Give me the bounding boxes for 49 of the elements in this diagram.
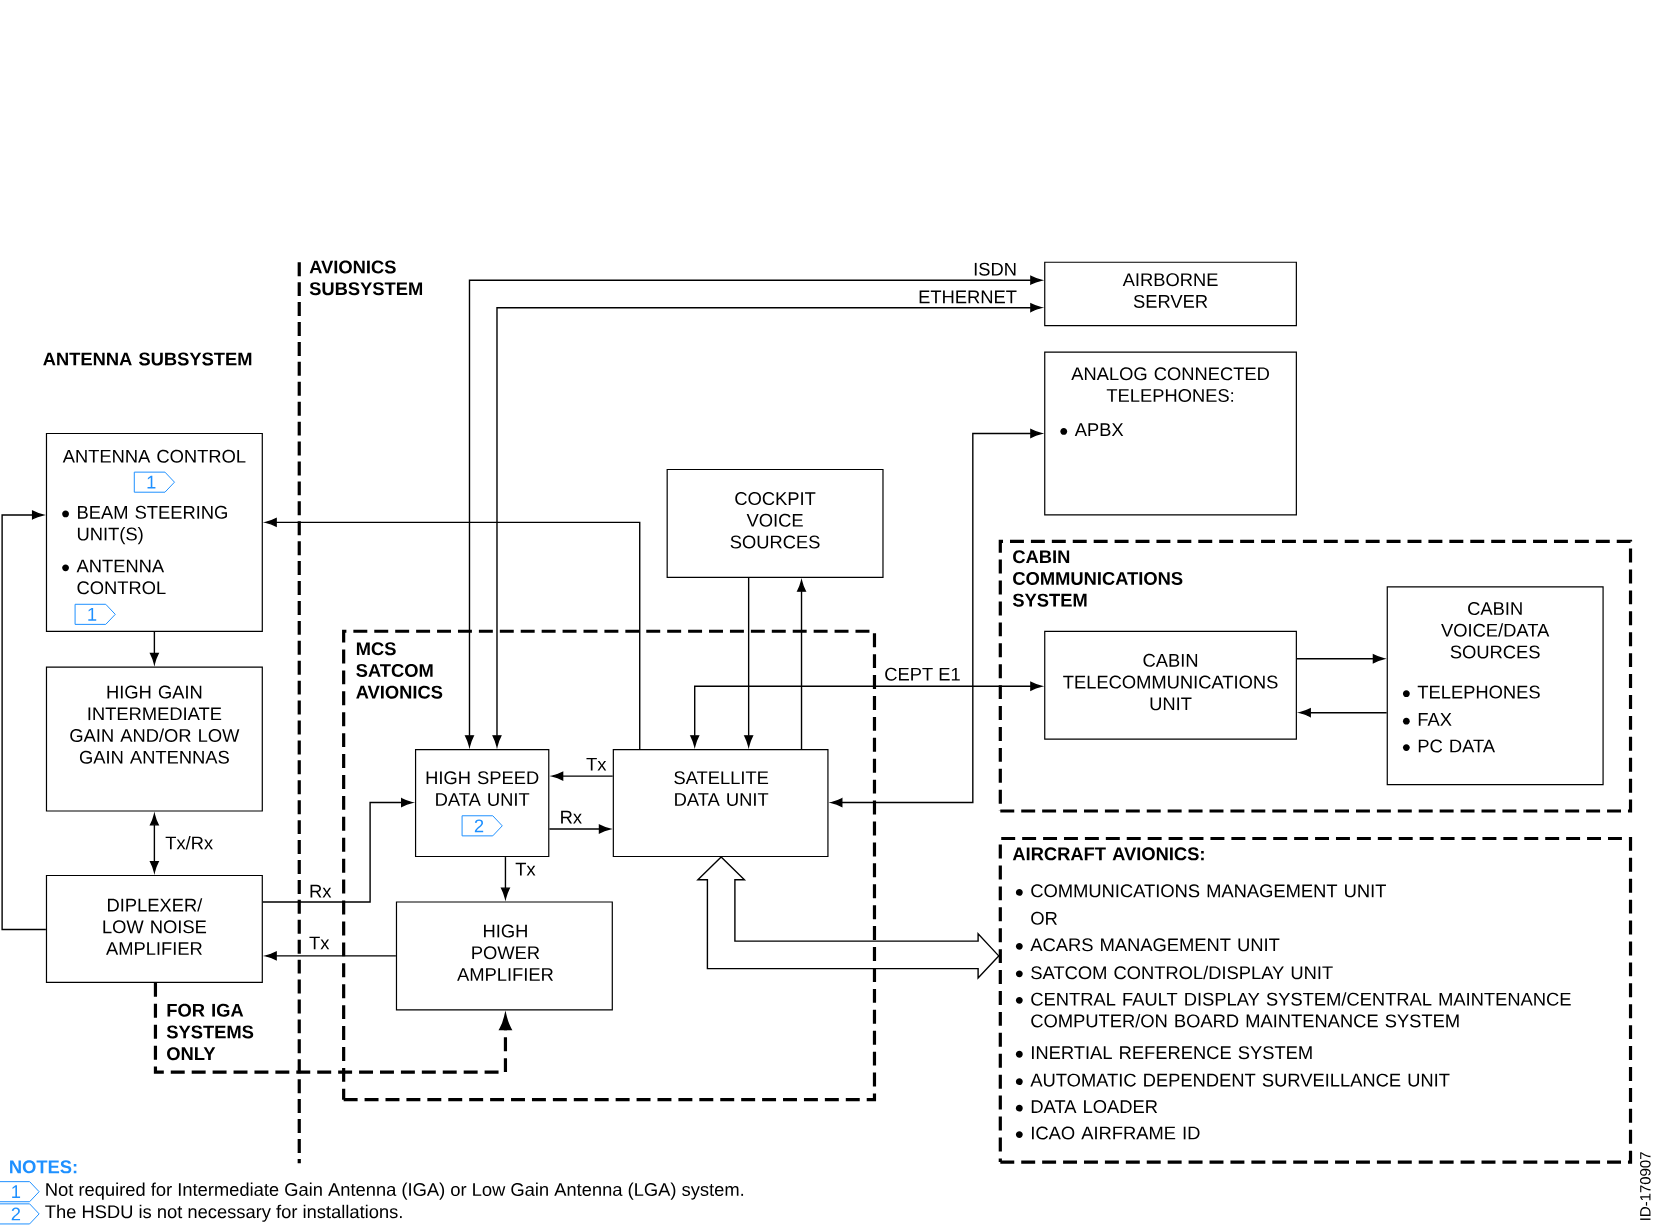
dashed-region: AIRCRAFT AVIONICS: COMMUNICATIONS MANAGEMENT UNIT OR ACARS MANAGEMENT UNIT SATCOM CONTROL/DISPLAY UNIT CENTRAL FAULT DISPLAY SYSTEM/CENTRAL MAINTENANCE COMPUTER/ON BOARD MAINTENANCE SYSTEM INERTIAL REFERENCE SYSTEM AUTOMATIC DEPENDENT SURVEILLANCE UNIT DATA LOADER ICAO AIRFRAME ID bbox=[998, 836, 1633, 1164]
section-heading: AVIONICS SUBSYSTEM bbox=[309, 260, 423, 296]
edge-label: ISDN bbox=[971, 260, 1019, 278]
arrow bbox=[149, 813, 159, 873]
block-box: ANTENNA CONTROL 1 BEAM STEERING UNIT(S) ANTENNA CONTROL 1 bbox=[45, 432, 263, 632]
block-box: AIRBORNE SERVER bbox=[1044, 261, 1297, 327]
figure-id: ID-170907 bbox=[1640, 1152, 1651, 1220]
arrow bbox=[744, 577, 754, 747]
edge-label: FOR IGA SYSTEMS ONLY bbox=[164, 1001, 275, 1063]
arrow bbox=[153, 982, 512, 1074]
note-flag: 2 bbox=[0, 1203, 40, 1225]
arrow bbox=[1, 510, 47, 931]
block-box: HIGH SPEED DATA UNIT 2 bbox=[414, 749, 550, 858]
arrow bbox=[551, 771, 614, 781]
note-flag: 2 bbox=[461, 815, 503, 837]
edge-label: Rx bbox=[557, 808, 585, 826]
notes-heading: NOTES: bbox=[10, 1160, 77, 1174]
block-box: CABIN VOICE/DATA SOURCES TELEPHONES FAX PC DATA bbox=[1386, 586, 1604, 786]
arrow bbox=[1296, 654, 1385, 664]
edge-label: CEPT E1 bbox=[882, 665, 963, 683]
note-text: Not required for Intermediate Gain Antenna (IGA) or Low Gain Antenna (LGA) system. bbox=[46, 1182, 744, 1200]
note-flag: 1 bbox=[0, 1181, 40, 1203]
block-box: CABIN TELECOMMUNICATIONS UNIT bbox=[1044, 630, 1297, 740]
arrow bbox=[548, 824, 611, 834]
section-heading: ANTENNA SUBSYSTEM bbox=[43, 352, 252, 366]
arrow bbox=[262, 798, 413, 903]
note-flag: 1 bbox=[133, 471, 175, 493]
edge-label: ETHERNET bbox=[916, 288, 1019, 306]
arrow bbox=[149, 631, 159, 665]
edge-label: Tx bbox=[513, 860, 538, 878]
note-text: The HSDU is not necessary for installations. bbox=[45, 1204, 402, 1222]
arrow bbox=[500, 856, 510, 900]
edge-label: Tx bbox=[584, 755, 609, 773]
note-flag: 1 bbox=[74, 603, 116, 625]
edge-label: Tx bbox=[307, 934, 332, 952]
arrow bbox=[830, 429, 1042, 808]
edge-label: Rx bbox=[307, 882, 334, 900]
block-box: DIPLEXER/ LOW NOISE AMPLIFIER bbox=[45, 874, 263, 983]
block-box: SATELLITE DATA UNIT bbox=[612, 749, 829, 858]
edge-label: Tx/Rx bbox=[163, 834, 216, 852]
block-box: HIGH POWER AMPLIFIER bbox=[395, 901, 613, 1011]
arrow bbox=[797, 580, 806, 750]
arrow bbox=[265, 951, 397, 961]
block-box: ANALOG CONNECTED TELEPHONES: APBX bbox=[1044, 351, 1297, 516]
block-box: HIGH GAIN INTERMEDIATE GAIN AND/OR LOW GAIN ANTENNAS bbox=[45, 666, 263, 812]
block-box: COCKPIT VOICE SOURCES bbox=[666, 468, 884, 578]
arrow bbox=[265, 517, 641, 750]
arrow bbox=[1299, 708, 1388, 718]
arrow bbox=[690, 681, 1042, 747]
